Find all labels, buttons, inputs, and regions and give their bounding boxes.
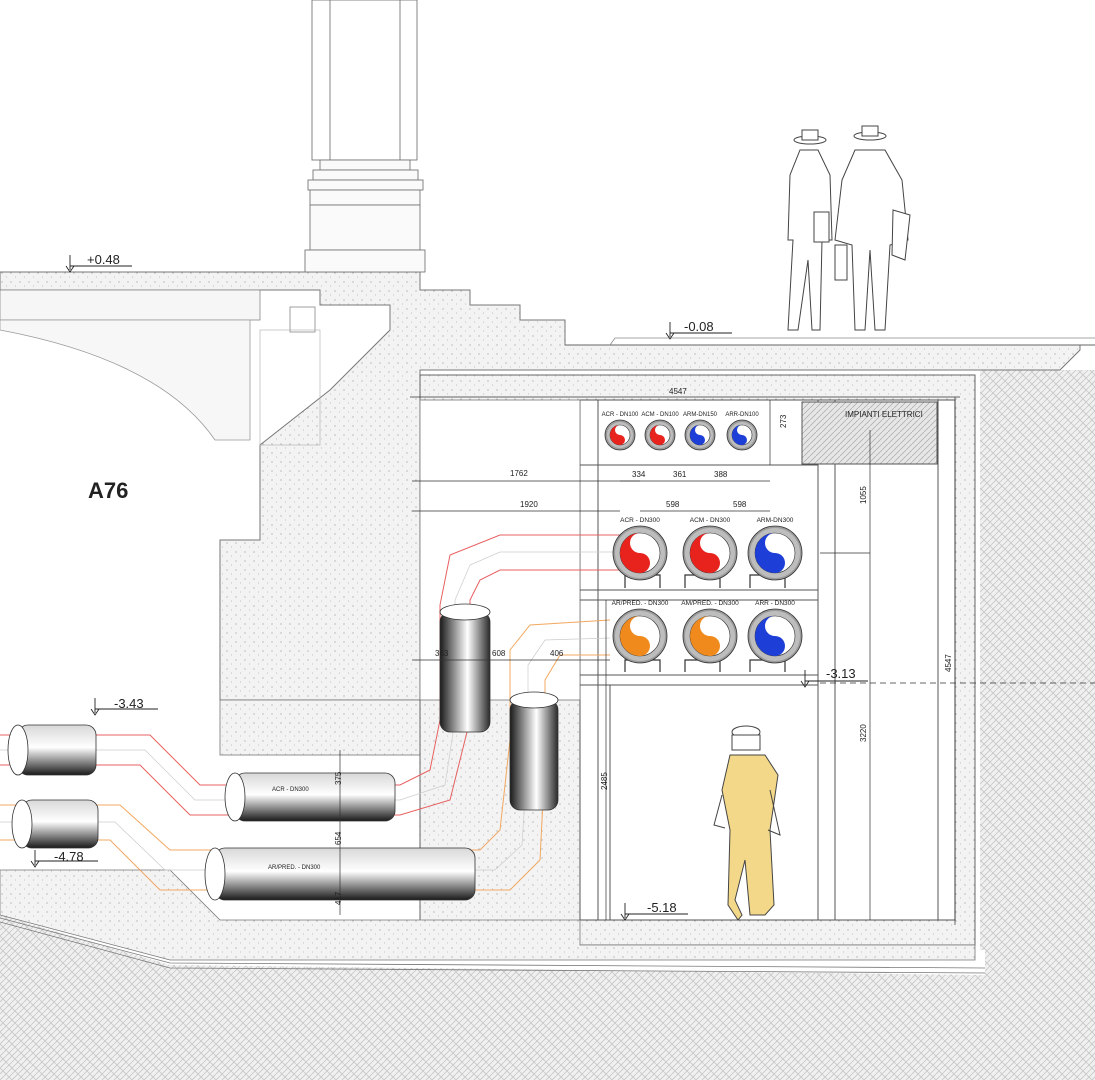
- foundation-structure: [0, 271, 1095, 974]
- pipe-label: ACR - DN300: [620, 517, 660, 524]
- pipe-label: ARM-DN150: [683, 412, 718, 418]
- pipe-ring: ARR-DN100: [725, 412, 759, 451]
- pipe-ring: ARM-DN150: [683, 412, 718, 451]
- section-label: A76: [88, 478, 128, 503]
- level-street-left: +0.48: [87, 252, 120, 267]
- dim-lower: 3220: [859, 724, 868, 742]
- pipe-label: ACM - DN300: [690, 517, 731, 524]
- gallery-interior: [580, 400, 939, 920]
- dim-to-small: 1762: [510, 469, 528, 478]
- dim-riser-2: 608: [492, 649, 506, 658]
- pipe-ring: ACM - DN100: [641, 412, 679, 451]
- soil: [0, 370, 1095, 1080]
- dim-buried-3: 417: [334, 891, 343, 905]
- low-pipes-row: AR/PRED. - DN300 AM/PRED. - DN300 ARR - DN…: [612, 600, 803, 664]
- dim-top-offset: 273: [779, 414, 788, 428]
- pipe-label: ARM-DN300: [757, 517, 794, 524]
- pipe-ring: ACR - DN300: [612, 517, 668, 581]
- dim-gallery-width: 4547: [669, 387, 687, 396]
- dim-mid-2: 598: [733, 500, 747, 509]
- dim-to-mid: 1920: [520, 500, 538, 509]
- dim-inner: 2485: [600, 772, 609, 790]
- dim-elec: 1055: [859, 486, 868, 504]
- pipe-ring: ACM - DN300: [682, 517, 738, 581]
- pipe-label: AM/PRED. - DN300: [681, 600, 739, 607]
- dim-small-1: 334: [632, 470, 646, 479]
- people-figures: [713, 125, 911, 921]
- level-floor: -5.18: [647, 900, 677, 915]
- column: [304, 0, 426, 273]
- mid-pipes-row: ACR - DN300 ACM - DN300 ARM-DN300: [612, 517, 803, 581]
- level-street-right: -0.08: [684, 319, 714, 334]
- pipe-ring: AR/PRED. - DN300: [612, 600, 669, 664]
- level-pipe-bottom: -4.78: [54, 849, 84, 864]
- level-pipe-top: -3.43: [114, 696, 144, 711]
- room-label: IMPIANTI ELETTRICI: [845, 410, 923, 419]
- level-shelf: -3.13: [826, 666, 856, 681]
- pipe-ring: ACR - DN100: [602, 412, 639, 451]
- buried-pipe-lower-label: AR/PRED. - DN300: [268, 865, 321, 871]
- dim-small-2: 361: [673, 470, 687, 479]
- pipe-label: ACM - DN100: [641, 412, 679, 418]
- dim-buried-2: 654: [334, 831, 343, 845]
- dim-riser-3: 406: [550, 649, 564, 658]
- pipe-ring: AM/PRED. - DN300: [681, 600, 739, 664]
- pipe-ring: ARM-DN300: [747, 517, 803, 581]
- pipe-label: ACR - DN100: [602, 412, 639, 418]
- dim-buried-1: 375: [334, 771, 343, 785]
- dim-gallery-height: 4547: [944, 654, 953, 672]
- pipe-label: ARR-DN100: [725, 412, 759, 418]
- pipe-label: AR/PRED. - DN300: [612, 600, 669, 607]
- pipe-routing: [0, 534, 620, 891]
- dimension-lines: [339, 396, 1095, 925]
- dim-mid-1: 598: [666, 500, 680, 509]
- buried-pipe-upper-label: ACR - DN300: [272, 787, 309, 793]
- pipe-ring: ARR - DN300: [747, 600, 803, 664]
- dim-riser-1: 363: [435, 649, 449, 658]
- dim-small-3: 388: [714, 470, 728, 479]
- buried-pipe-segments: [7, 603, 559, 901]
- pipe-label: ARR - DN300: [755, 600, 795, 607]
- level-markers: [30, 255, 868, 921]
